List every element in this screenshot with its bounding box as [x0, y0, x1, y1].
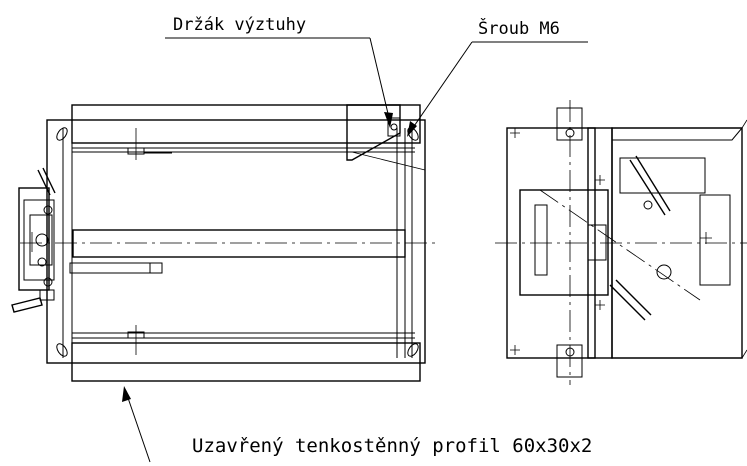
front-view: [11, 104, 440, 382]
label-screw-group: Šroub M6: [407, 17, 588, 137]
label-profile: Uzavřený tenkostěnný profil 60x30x2: [192, 435, 592, 457]
arrowhead: [122, 386, 131, 402]
label-bracket: Držák výztuhy: [173, 15, 306, 35]
label-screw: Šroub M6: [478, 17, 560, 39]
label-profile-group: Uzavřený tenkostěnný profil 60x30x2: [122, 386, 592, 463]
label-bracket-group: Držák výztuhy: [165, 15, 393, 128]
side-view: [495, 100, 747, 385]
